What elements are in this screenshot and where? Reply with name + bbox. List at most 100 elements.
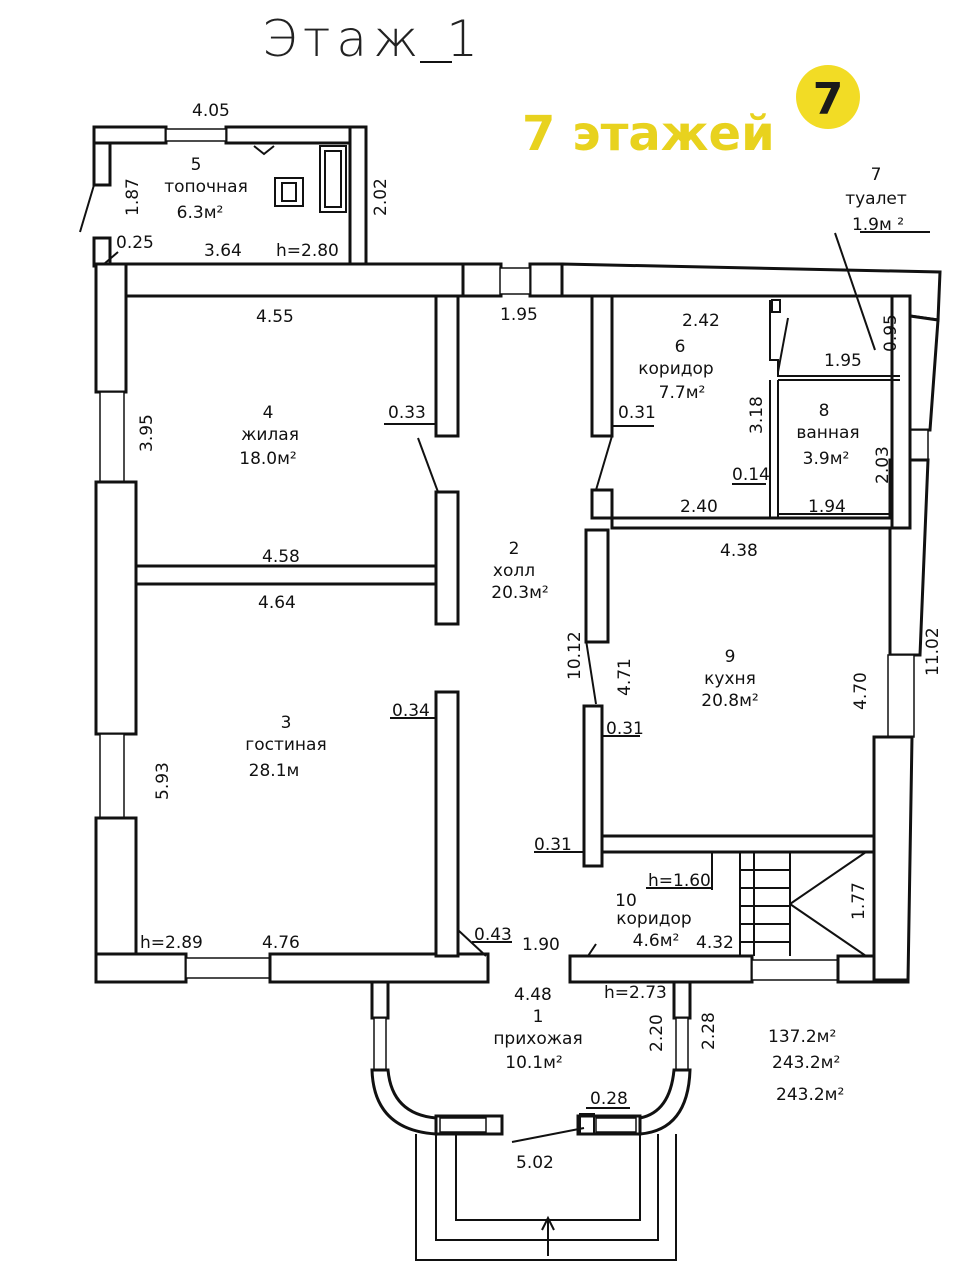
svg-text:ванная: ванная [796,423,859,443]
svg-text:4.6м²: 4.6м² [633,931,680,951]
room-7-label: 7 туалет 1.9м ² [845,165,907,235]
svg-text:3.18: 3.18 [747,396,767,434]
svg-text:0.31: 0.31 [534,835,572,855]
svg-text:6: 6 [675,337,686,357]
svg-text:4: 4 [263,403,274,423]
svg-text:2.28: 2.28 [699,1012,719,1050]
brand-text: 7 этажей [522,106,775,162]
svg-text:4.32: 4.32 [696,933,734,953]
svg-text:18.0м²: 18.0м² [239,449,297,469]
svg-text:137.2м²: 137.2м² [768,1027,836,1047]
svg-text:h=1.60: h=1.60 [648,871,711,891]
svg-text:0.43: 0.43 [474,925,512,945]
room-5-label: 5 топочная 6.3м² [164,155,248,223]
svg-text:0.14: 0.14 [732,465,770,485]
room-6-label: 6 коридор 7.7м² [638,337,713,403]
svg-text:3.95: 3.95 [137,414,157,452]
svg-text:1.90: 1.90 [522,935,560,955]
svg-text:10.12: 10.12 [565,631,585,680]
porch [415,1134,677,1261]
room-4-label: 4 жилая 18.0м² [239,403,299,469]
svg-text:2.42: 2.42 [682,311,720,331]
room-8-label: 8 ванная 3.9м² [796,401,859,469]
svg-text:h=2.73: h=2.73 [604,983,667,1003]
svg-text:туалет: туалет [845,189,907,209]
svg-text:7.7м²: 7.7м² [659,383,706,403]
svg-text:7: 7 [871,165,882,185]
svg-text:4.76: 4.76 [262,933,300,953]
boiler-room-walls [79,125,368,268]
svg-text:20.3м²: 20.3м² [491,583,549,603]
svg-text:0.33: 0.33 [388,403,426,423]
outer-walls [94,262,942,984]
svg-text:4.48: 4.48 [514,985,552,1005]
svg-text:8: 8 [819,401,830,421]
svg-text:1.95: 1.95 [500,305,538,325]
svg-text:2.40: 2.40 [680,497,718,517]
svg-text:6.3м²: 6.3м² [177,203,224,223]
svg-text:4.55: 4.55 [256,307,294,327]
svg-text:243.2м²: 243.2м² [776,1085,844,1105]
svg-text:2.20: 2.20 [647,1014,667,1052]
svg-text:h=2.89: h=2.89 [140,933,203,953]
brand-logo: 7 [796,65,860,129]
svg-text:2.02: 2.02 [371,178,391,216]
floor-title: Этаж 1 [262,10,484,68]
svg-text:h=2.80: h=2.80 [276,241,339,261]
brand-logo-circle [796,65,860,129]
room-2-label: 2 холл 20.3м² [491,539,549,603]
svg-text:28.1м: 28.1м [249,761,300,781]
staircase [711,851,867,957]
svg-text:2.03: 2.03 [873,446,893,484]
svg-text:4.64: 4.64 [258,593,296,613]
svg-text:жилая: жилая [241,425,299,445]
svg-text:9: 9 [725,647,736,667]
room-1-label: 1 прихожая 10.1м² [493,1007,582,1073]
svg-text:0.25: 0.25 [116,233,154,253]
svg-text:0.31: 0.31 [606,719,644,739]
svg-text:0.95: 0.95 [881,314,901,352]
svg-text:4.70: 4.70 [851,672,871,710]
svg-text:0.31: 0.31 [618,403,656,423]
svg-text:топочная: топочная [164,177,248,197]
svg-text:3.9м²: 3.9м² [803,449,850,469]
svg-text:10: 10 [615,891,637,911]
svg-text:0.34: 0.34 [392,701,430,721]
leader-lines [103,231,930,1143]
svg-text:11.02: 11.02 [923,627,943,676]
svg-text:5.93: 5.93 [153,762,173,800]
area-totals: 137.2м² 243.2м² 243.2м² [768,1027,844,1105]
svg-text:коридор: коридор [616,909,691,929]
svg-text:3.64: 3.64 [204,241,242,261]
svg-text:1.77: 1.77 [849,882,869,920]
svg-text:3: 3 [281,713,292,733]
svg-text:0.28: 0.28 [590,1089,628,1109]
room-3-label: 3 гостиная 28.1м [245,713,326,781]
svg-text:1.9м ²: 1.9м ² [852,215,904,235]
room-10-label: 10 коридор 4.6м² [615,891,692,951]
svg-text:гостиная: гостиная [245,735,326,755]
dimension-labels: 4.05 1.87 0.25 3.64 h=2.80 2.02 4.55 1.9… [116,101,943,1173]
svg-text:4.38: 4.38 [720,541,758,561]
svg-text:4.71: 4.71 [615,658,635,696]
svg-text:243.2м²: 243.2м² [772,1053,840,1073]
svg-text:коридор: коридор [638,359,713,379]
svg-text:20.8м²: 20.8м² [701,691,759,711]
interior-walls [134,294,912,958]
svg-text:1.87: 1.87 [123,178,143,216]
room-9-label: 9 кухня 20.8м² [701,647,759,711]
svg-text:холл: холл [493,561,535,581]
svg-text:прихожая: прихожая [493,1029,582,1049]
svg-text:5: 5 [191,155,202,175]
entrance-bay-walls [370,980,692,1136]
svg-text:10.1м²: 10.1м² [505,1053,563,1073]
svg-text:1.94: 1.94 [808,497,846,517]
svg-text:кухня: кухня [704,669,756,689]
svg-text:5.02: 5.02 [516,1153,554,1173]
brand-logo-digit: 7 [813,74,844,125]
svg-text:4.05: 4.05 [192,101,230,121]
svg-text:1.95: 1.95 [824,351,862,371]
svg-text:4.58: 4.58 [262,547,300,567]
svg-text:2: 2 [509,539,520,559]
